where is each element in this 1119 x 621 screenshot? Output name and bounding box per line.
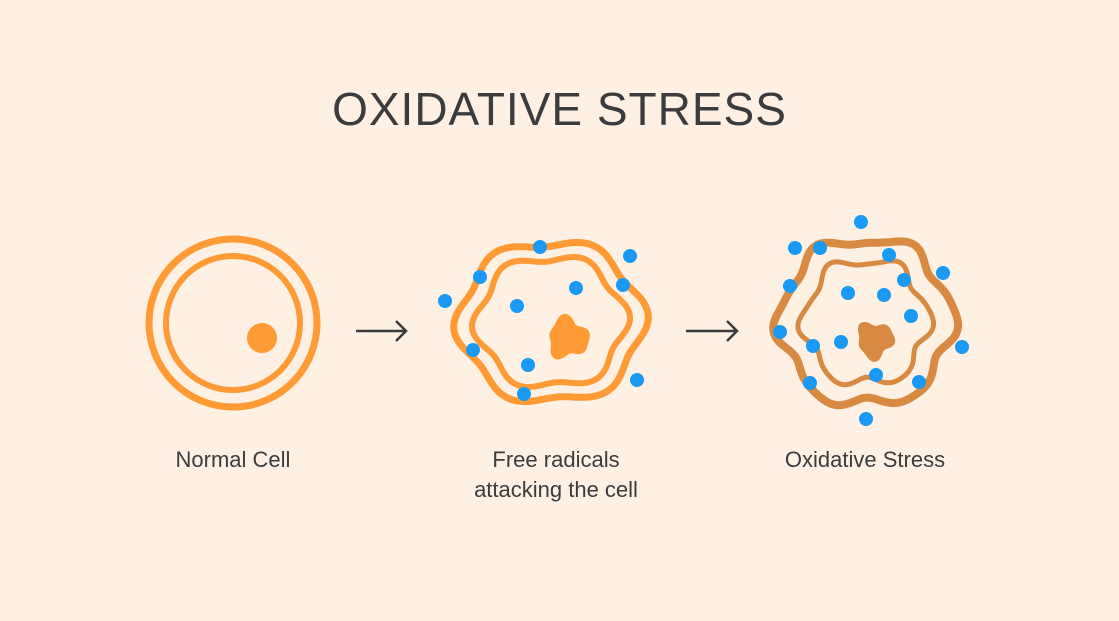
free-radical — [806, 339, 820, 353]
free-radical — [623, 249, 637, 263]
inner-membrane — [795, 258, 937, 388]
inner-membrane — [163, 253, 303, 393]
free-radical — [834, 335, 848, 349]
free-radical — [510, 299, 524, 313]
attacked-cell — [438, 239, 652, 405]
stage-label-oxidative-stress: Oxidative Stress — [784, 447, 946, 472]
free-radical — [788, 241, 802, 255]
outer-membrane — [769, 237, 963, 410]
free-radical — [473, 270, 487, 284]
free-radical — [813, 241, 827, 255]
free-radical — [521, 358, 535, 372]
free-radical — [841, 286, 855, 300]
nucleus — [549, 313, 590, 360]
free-radical — [897, 273, 911, 287]
free-radical — [533, 240, 547, 254]
free-radical — [803, 376, 817, 390]
free-radical — [773, 325, 787, 339]
outer-membrane — [450, 239, 652, 405]
free-radical — [438, 294, 452, 308]
free-radical — [616, 278, 630, 292]
nucleus — [857, 321, 896, 362]
label-line: Free radicals — [492, 447, 620, 472]
stressed-cell — [769, 215, 969, 426]
free-radical — [466, 343, 480, 357]
outer-membrane — [145, 235, 321, 411]
free-radical — [783, 279, 797, 293]
inner-membrane — [468, 254, 634, 390]
free-radical — [517, 387, 531, 401]
normal-cell — [145, 235, 321, 411]
free-radical — [569, 281, 583, 295]
free-radical — [869, 368, 883, 382]
page-title: OXIDATIVE STRESS — [332, 83, 787, 135]
free-radical — [630, 373, 644, 387]
free-radical — [877, 288, 891, 302]
free-radical — [912, 375, 926, 389]
nucleus — [247, 323, 277, 353]
arrow-icon — [356, 320, 408, 342]
free-radical — [936, 266, 950, 280]
free-radical — [854, 215, 868, 229]
free-radical — [904, 309, 918, 323]
stage-label-free-radicals: Free radicals attacking the cell — [426, 445, 686, 505]
free-radical — [859, 412, 873, 426]
free-radical — [955, 340, 969, 354]
arrow-icon — [686, 320, 739, 342]
label-line: attacking the cell — [474, 477, 638, 502]
stage-label-normal-cell: Normal Cell — [175, 447, 291, 472]
free-radical — [882, 248, 896, 262]
